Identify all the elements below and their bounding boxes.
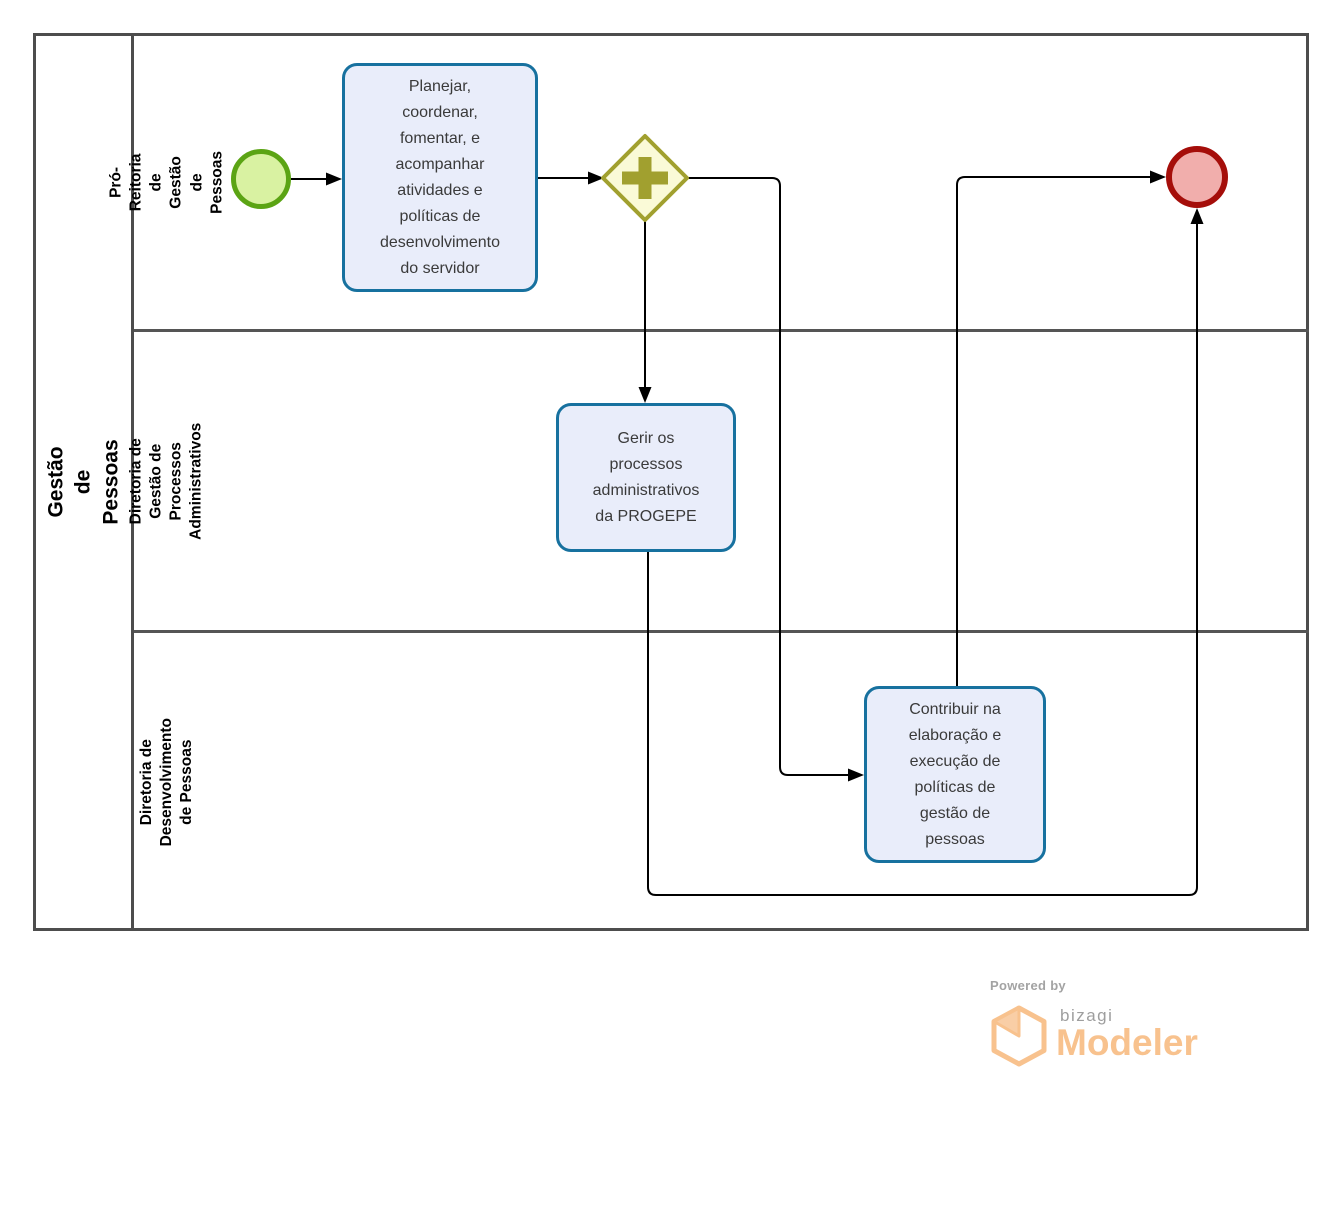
lane-label-diretoria-processos: Diretoria de Gestão de Processos Adminis… — [128, 332, 205, 630]
lane-label-pro-reitoria: Pró-Reitoria de Gestão de Pessoas — [108, 36, 226, 329]
bizagi-logo: Powered by bizagi Modeler — [988, 978, 1258, 1082]
bizagi-wordmark: bizagi — [1060, 1006, 1114, 1025]
lane-label-text: Pró-Reitoria de Gestão de Pessoas — [107, 151, 226, 214]
powered-by-text: Powered by — [990, 978, 1066, 993]
modeler-wordmark: Modeler — [1056, 1022, 1198, 1063]
lane-label-diretoria-desenvolvimento: Diretoria de Desenvolvimento de Pessoas — [134, 633, 200, 931]
lane-divider — [134, 329, 1309, 332]
end-event — [1166, 146, 1228, 208]
pool-gestao-de-pessoas — [33, 33, 1309, 931]
pool-label-text: Gestão de Pessoas — [44, 439, 123, 525]
task-contribuir: Contribuir na elaboração e execução de p… — [864, 686, 1046, 863]
lane-label-text: Diretoria de Desenvolvimento de Pessoas — [137, 717, 196, 847]
task-gerir: Gerir os processos administrativos da PR… — [556, 403, 736, 552]
task-planejar: Planejar, coordenar, fomentar, e acompan… — [342, 63, 538, 292]
start-event — [231, 149, 291, 209]
lane-label-text: Diretoria de Gestão de Processos Adminis… — [127, 422, 206, 540]
pool-header-divider — [131, 33, 134, 931]
bizagi-hexagon-icon — [991, 1005, 1047, 1067]
lane-divider — [134, 630, 1309, 633]
